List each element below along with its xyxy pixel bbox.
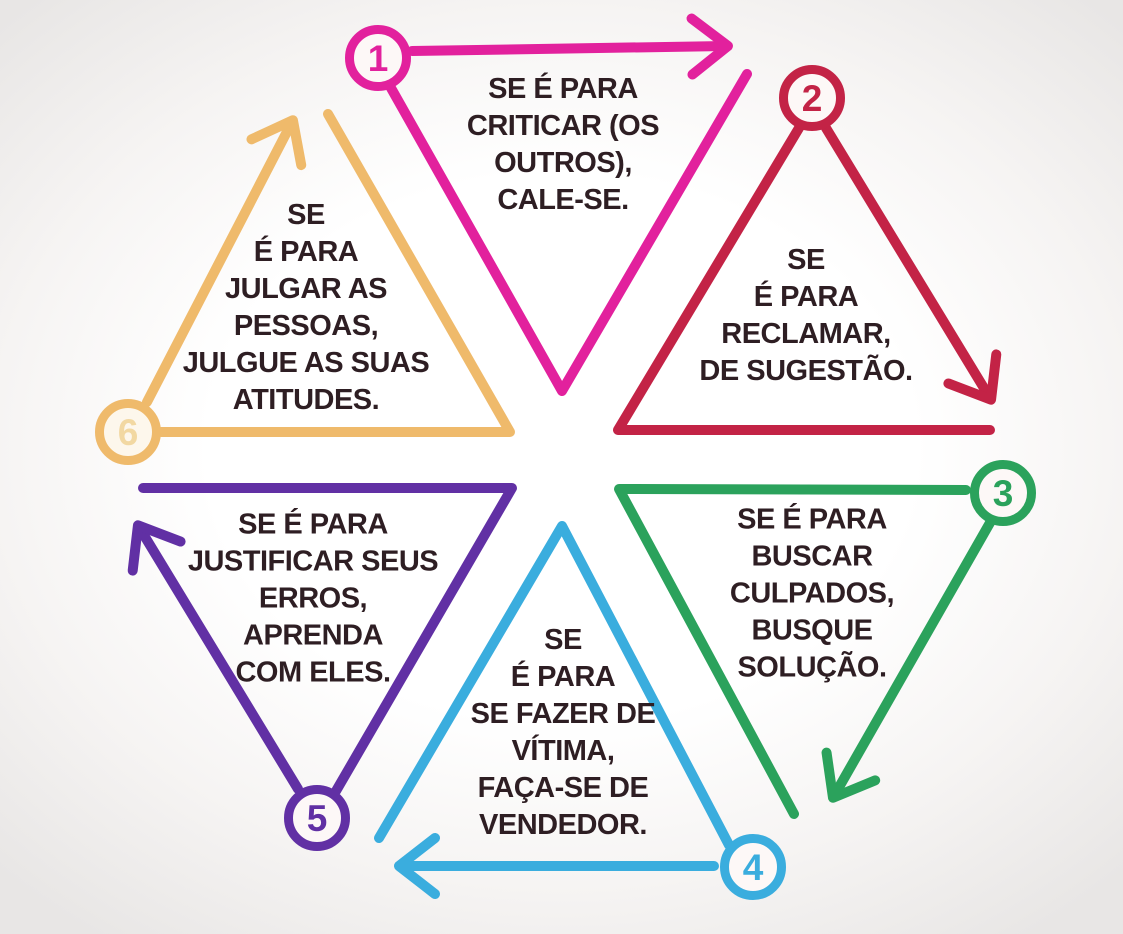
triangle-3-arrow-line — [821, 516, 996, 803]
triangle-5-arrow-line — [127, 520, 303, 794]
step-1-label: SE É PARA CRITICAR (OS OUTROS), CALE-SE. — [466, 73, 660, 216]
step-3-label: SE É PARA BUSCAR CULPADOS, BUSQUE SOLUÇÃ… — [729, 503, 895, 684]
triangle-6-outline — [156, 109, 515, 437]
triangle-1-arrow-line — [407, 13, 733, 80]
triangle-2-arrow-line — [821, 123, 1002, 405]
step-6-label: SE É PARA JULGAR AS PESSOAS, JULGUE AS S… — [182, 199, 430, 416]
step-6-badge: 6 — [95, 399, 161, 465]
step-4-number: 4 — [742, 846, 764, 888]
step-5-badge: 5 — [284, 785, 350, 851]
triangle-1-outline — [386, 69, 752, 396]
step-3-number: 3 — [992, 472, 1014, 514]
step-2-label: SE É PARA RECLAMAR, DE SUGESTÃO. — [699, 244, 913, 387]
step-1-badge: 1 — [345, 25, 411, 91]
triangle-2-outline — [613, 123, 995, 435]
step-4-label: SE É PARA SE FAZER DE VÍTIMA, FAÇA-SE DE… — [470, 624, 656, 841]
step-4-badge: 4 — [720, 834, 786, 900]
step-2-number: 2 — [801, 77, 823, 119]
step-2-badge: 2 — [779, 65, 845, 131]
step-5-number: 5 — [306, 797, 328, 839]
step-5-label: SE É PARA JUSTIFICAR SEUS ERROS, APRENDA… — [187, 508, 439, 689]
triangle-3-outline — [614, 484, 971, 819]
step-6-number: 6 — [117, 411, 139, 453]
triangle-4-outline — [374, 521, 734, 850]
triangle-5-outline — [138, 483, 517, 796]
step-3-badge: 3 — [970, 460, 1036, 526]
step-1-number: 1 — [367, 37, 389, 79]
triangle-6-arrow-line — [142, 115, 307, 407]
